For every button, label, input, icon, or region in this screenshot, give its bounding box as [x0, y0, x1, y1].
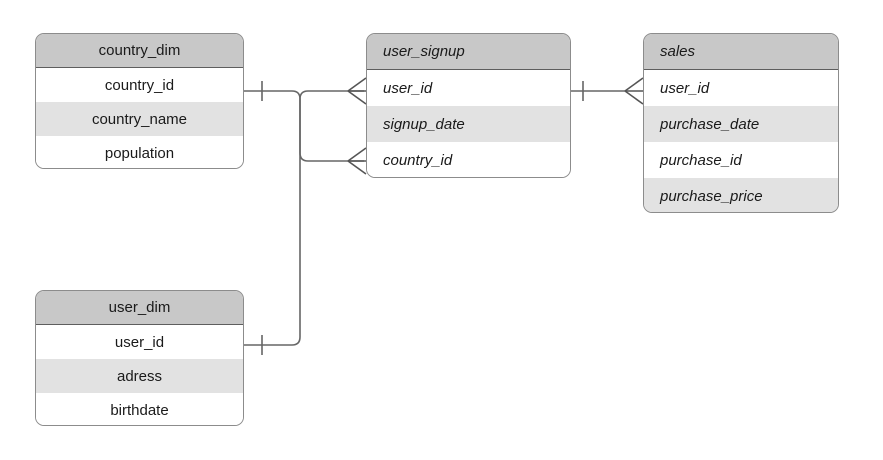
relationship-country-dim-to-user-signup: [244, 81, 367, 175]
cardinality-many-crowsfoot-sales-user-id: [624, 77, 644, 105]
entity-title-country_dim: country_dim: [36, 34, 243, 68]
relationship-user-dim-to-user-signup: [244, 77, 367, 355]
entity-field-sales-user_id[interactable]: user_id: [644, 70, 838, 106]
entity-field-user_signup-signup_date[interactable]: signup_date: [367, 106, 570, 142]
entity-field-user_dim-birthdate[interactable]: birthdate: [36, 393, 243, 425]
connector-path-user-dim-user-signup: [244, 90, 364, 346]
entity-field-user_signup-user_id[interactable]: user_id: [367, 70, 570, 106]
entity-title-user_signup: user_signup: [367, 34, 570, 70]
entity-field-sales-purchase_date[interactable]: purchase_date: [644, 106, 838, 142]
entity-field-sales-purchase_id[interactable]: purchase_id: [644, 142, 838, 178]
relationship-user-signup-to-sales: [571, 77, 644, 105]
cardinality-many-crowsfoot-user-signup-user-id: [347, 77, 367, 105]
entity-field-user_dim-adress[interactable]: adress: [36, 359, 243, 393]
entity-title-sales: sales: [644, 34, 838, 70]
entity-field-user_dim-user_id[interactable]: user_id: [36, 325, 243, 359]
cardinality-many-crowsfoot-user-signup-country-id: [347, 147, 367, 175]
entity-field-user_signup-country_id[interactable]: country_id: [367, 142, 570, 177]
entity-field-country_dim-population[interactable]: population: [36, 136, 243, 168]
entity-field-sales-purchase_price[interactable]: purchase_price: [644, 178, 838, 212]
entity-field-country_dim-country_id[interactable]: country_id: [36, 68, 243, 102]
entity-title-user_dim: user_dim: [36, 291, 243, 325]
entity-field-country_dim-country_name[interactable]: country_name: [36, 102, 243, 136]
connector-path-country-dim-user-signup: [244, 90, 364, 162]
